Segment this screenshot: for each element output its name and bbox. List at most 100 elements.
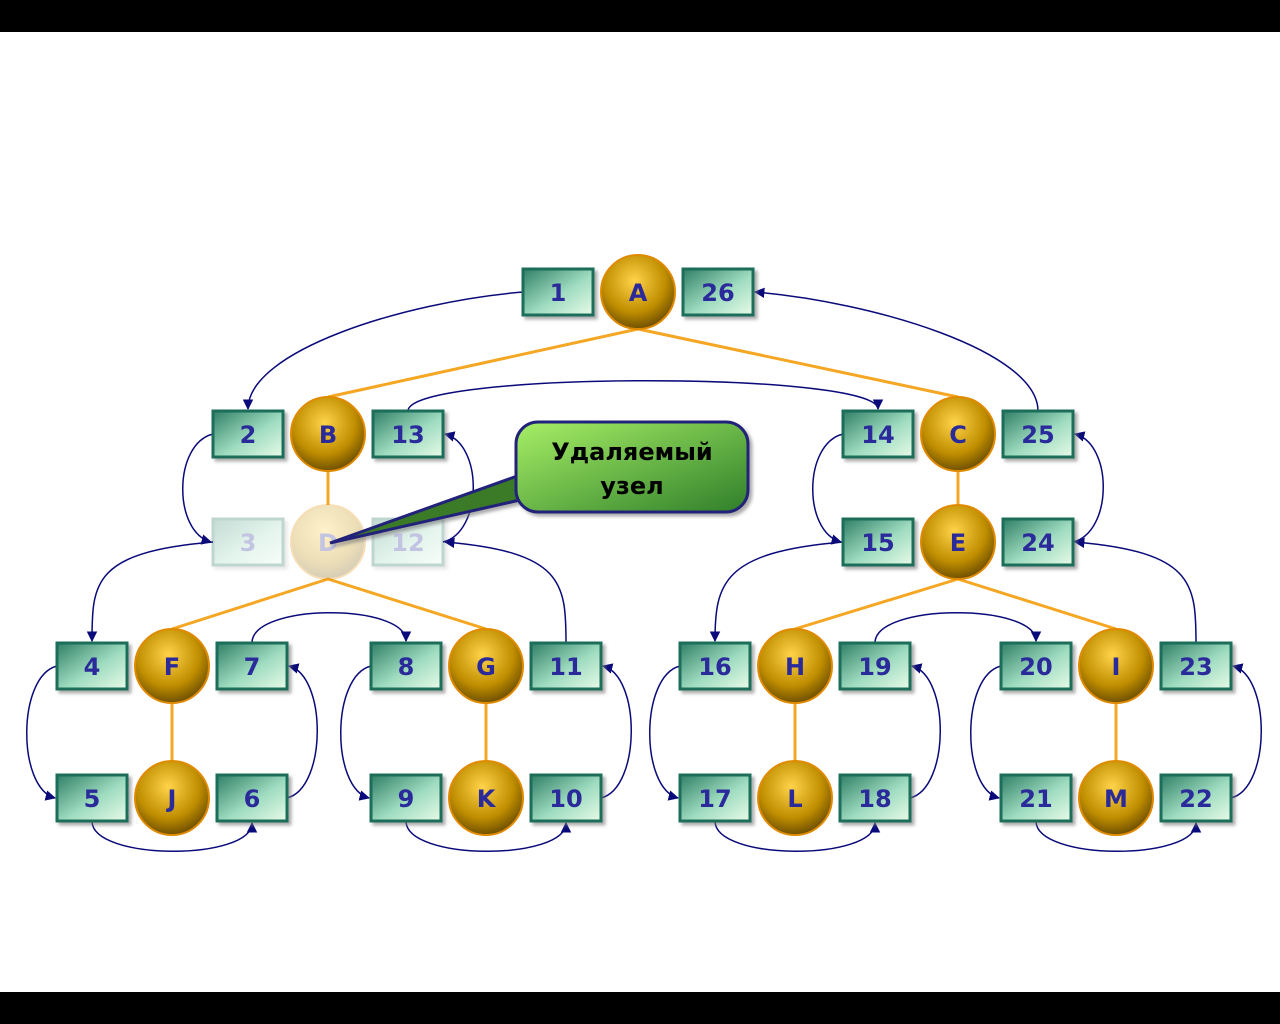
left-number-box bbox=[999, 641, 1073, 691]
right-number-box bbox=[529, 773, 603, 823]
right-number-box bbox=[215, 773, 289, 823]
tree-node-L: 17 18 L bbox=[678, 760, 912, 836]
arrow-C-A bbox=[753, 287, 1039, 412]
node-circle bbox=[920, 396, 996, 472]
deleted-node-callout: Удаляемый узел bbox=[329, 420, 750, 545]
node-label: G bbox=[476, 653, 496, 681]
right-number-box bbox=[1001, 409, 1075, 459]
left-number-box bbox=[55, 641, 129, 691]
arrow-A-B bbox=[242, 291, 524, 411]
callout-box bbox=[514, 420, 750, 514]
arrow-I-E bbox=[1073, 537, 1197, 644]
node-circle bbox=[1078, 760, 1154, 836]
node-circle bbox=[448, 760, 524, 836]
right-number-box bbox=[1001, 517, 1075, 567]
node-label: C bbox=[949, 421, 967, 449]
node-circle bbox=[290, 396, 366, 472]
arrow-leaf-J bbox=[91, 820, 258, 852]
arrow-G-D bbox=[443, 537, 567, 644]
right-number: 24 bbox=[1021, 529, 1054, 557]
left-number-box bbox=[521, 267, 595, 317]
node-label: L bbox=[787, 785, 802, 813]
right-number: 6 bbox=[244, 785, 261, 813]
left-number: 9 bbox=[398, 785, 415, 813]
arrow-H-L bbox=[649, 665, 681, 801]
arrow-E-C bbox=[1072, 431, 1104, 543]
left-number-box bbox=[211, 517, 285, 567]
right-number: 23 bbox=[1179, 653, 1212, 681]
left-number: 1 bbox=[550, 279, 567, 307]
left-number-box bbox=[841, 517, 915, 567]
left-number-box bbox=[999, 773, 1073, 823]
right-number: 22 bbox=[1179, 785, 1212, 813]
arrow-H-I bbox=[874, 612, 1042, 644]
right-number-box bbox=[681, 267, 755, 317]
arrow-G-K bbox=[340, 665, 372, 801]
tree-edges bbox=[170, 327, 1118, 761]
node-label: B bbox=[319, 421, 337, 449]
node-circle bbox=[134, 760, 210, 836]
callout-line-1: Удаляемый bbox=[551, 438, 712, 466]
right-number: 25 bbox=[1021, 421, 1054, 449]
left-number-box bbox=[211, 409, 285, 459]
left-number: 4 bbox=[84, 653, 101, 681]
tree-node-K: 9 10 K bbox=[369, 760, 603, 836]
left-number: 2 bbox=[240, 421, 257, 449]
edge-D-F bbox=[171, 577, 329, 631]
edge-D-G bbox=[327, 577, 487, 631]
arrow-L-H bbox=[909, 663, 941, 799]
node-label: K bbox=[477, 785, 497, 813]
arrow-D-F bbox=[86, 541, 214, 643]
arrow-leaf-L bbox=[714, 820, 881, 852]
left-number-box bbox=[369, 773, 443, 823]
left-number-box bbox=[841, 409, 915, 459]
left-number: 17 bbox=[698, 785, 731, 813]
node-circle bbox=[1078, 628, 1154, 704]
right-number-box bbox=[215, 641, 289, 691]
right-number: 19 bbox=[858, 653, 891, 681]
node-circle bbox=[290, 504, 366, 580]
right-number-box bbox=[1159, 773, 1233, 823]
left-number-box bbox=[678, 773, 752, 823]
arrow-E-H bbox=[709, 541, 844, 643]
right-number: 11 bbox=[549, 653, 582, 681]
left-number-box bbox=[678, 641, 752, 691]
left-number: 21 bbox=[1019, 785, 1052, 813]
right-number: 26 bbox=[701, 279, 734, 307]
left-number: 16 bbox=[698, 653, 731, 681]
arrow-F-J bbox=[26, 665, 58, 801]
right-number: 12 bbox=[391, 529, 424, 557]
right-number-box bbox=[529, 641, 603, 691]
traversal-arrows bbox=[26, 287, 1262, 852]
right-number: 7 bbox=[244, 653, 261, 681]
node-label: D bbox=[318, 529, 338, 557]
arrow-B-C bbox=[407, 380, 884, 412]
arrow-D-B bbox=[442, 431, 474, 543]
right-number-box bbox=[371, 409, 445, 459]
callout-line-2: узел bbox=[600, 472, 663, 500]
node-label: H bbox=[785, 653, 805, 681]
arrow-J-F bbox=[286, 663, 318, 799]
right-number-box bbox=[838, 773, 912, 823]
right-number-box bbox=[1159, 641, 1233, 691]
node-circle bbox=[448, 628, 524, 704]
arrow-leaf-K bbox=[405, 820, 572, 852]
right-number: 18 bbox=[858, 785, 891, 813]
node-circle bbox=[600, 254, 676, 330]
left-number-box bbox=[55, 773, 129, 823]
arrow-B-D bbox=[182, 433, 214, 545]
arrow-C-E bbox=[812, 433, 844, 545]
right-number: 10 bbox=[549, 785, 582, 813]
node-circle bbox=[134, 628, 210, 704]
left-number: 15 bbox=[861, 529, 894, 557]
left-number-box bbox=[369, 641, 443, 691]
edge-E-I bbox=[957, 577, 1117, 631]
node-circle bbox=[757, 760, 833, 836]
edge-A-B bbox=[327, 327, 639, 399]
